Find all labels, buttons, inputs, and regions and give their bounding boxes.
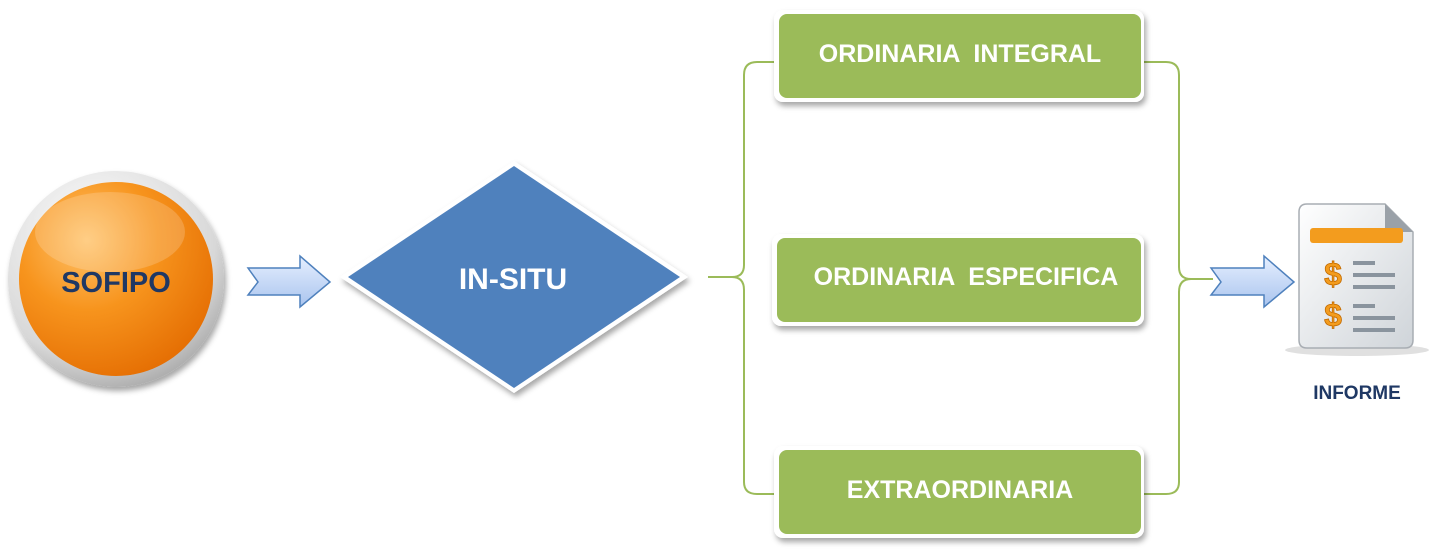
- right-bracket-connector: [1143, 61, 1213, 495]
- left-bracket-connector: [708, 61, 779, 495]
- option-ordinaria-especifica: ORDINARIA ESPECIFICA: [772, 234, 1144, 326]
- in-situ-node: IN-SITU: [340, 161, 688, 393]
- option-label: ORDINARIA ESPECIFICA: [814, 263, 1119, 291]
- option-ordinaria-integral: ORDINARIA INTEGRAL: [774, 10, 1144, 102]
- informe-label: INFORME: [1313, 383, 1401, 404]
- option-label: EXTRAORDINARIA: [847, 476, 1073, 504]
- svg-text:$: $: [1324, 256, 1342, 292]
- sofipo-node: SOFIPO: [8, 171, 224, 387]
- arrow-right-icon: [246, 254, 332, 309]
- option-label: ORDINARIA INTEGRAL: [819, 40, 1101, 68]
- option-extraordinaria: EXTRAORDINARIA: [774, 446, 1144, 538]
- report-document-icon: $ $: [1285, 203, 1429, 356]
- arrow-right-icon: [1209, 254, 1296, 309]
- sofipo-label: SOFIPO: [61, 267, 171, 299]
- svg-text:$: $: [1324, 297, 1342, 333]
- in-situ-label: IN-SITU: [459, 263, 567, 296]
